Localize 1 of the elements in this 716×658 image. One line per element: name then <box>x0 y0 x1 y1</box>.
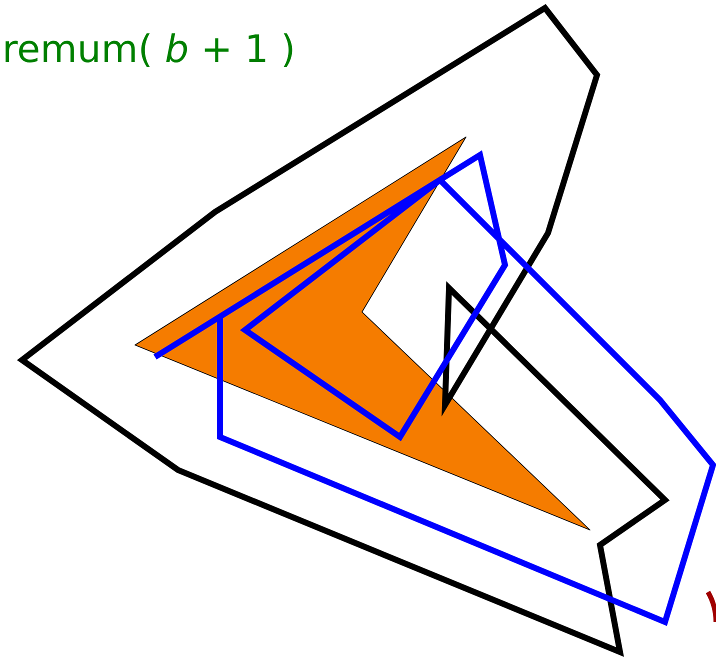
formula-label: remum( b + 1 ) <box>6 33 292 67</box>
